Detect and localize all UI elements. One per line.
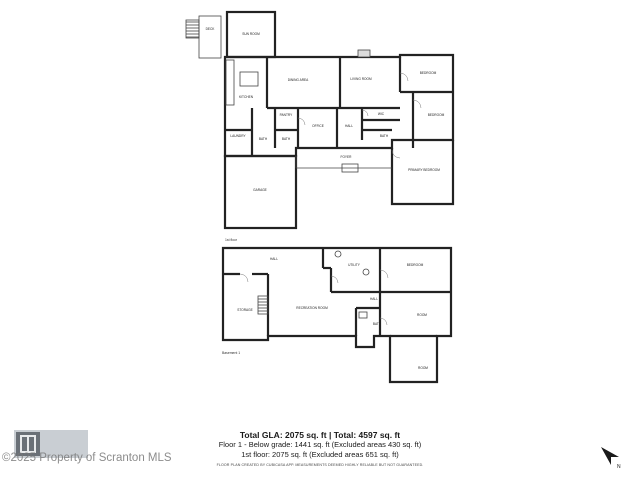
room-a: ROOM [417, 313, 427, 317]
kitchen-island [239, 71, 259, 87]
room-hall-a: HALL [270, 257, 278, 261]
basement-plan: HALL UTILITY BEDROOM STORAGE RECREATION … [221, 246, 453, 384]
room-primary-bedroom: PRIMARY BEDROOM [408, 168, 440, 172]
room-b: ROOM [418, 366, 428, 370]
mls-logo-icon [14, 430, 88, 458]
room-sunroom: SUN ROOM [242, 32, 260, 36]
deck-outline [198, 15, 222, 59]
room-bath-c: BATH [380, 134, 389, 138]
room-bedroom: BEDROOM [407, 263, 424, 267]
room-kitchen: KITCHEN [239, 95, 254, 99]
room-bath-a: BATH [259, 137, 268, 141]
total-area-line: Total GLA: 2075 sq. ft | Total: 4597 sq.… [239, 430, 401, 440]
bath-fixture [358, 311, 368, 319]
furnace [362, 268, 370, 276]
room-living: LIVING ROOM [350, 77, 372, 81]
kitchen-counter [225, 59, 235, 106]
copyright-watermark: ©2025 Property of Scranton MLS [2, 452, 172, 464]
room-laundry: LAUNDRY [230, 134, 246, 138]
floor-label-first: 1st floor [225, 238, 238, 242]
garage-walls [223, 154, 298, 230]
compass-label: N [617, 464, 621, 470]
north-arrow-icon: N [601, 447, 621, 470]
room-hall: HALL [345, 124, 353, 128]
room-storage: STORAGE [237, 308, 253, 312]
room-recreation: RECREATION ROOM [296, 306, 328, 310]
room-dining: DINING AREA [288, 78, 309, 82]
chimney [357, 49, 371, 58]
room-utility: UTILITY [348, 263, 361, 267]
room-foyer: FOYER [341, 155, 353, 159]
floor1-area-line: Floor 1 - Below grade: 1441 sq. ft (Excl… [218, 440, 422, 449]
primary-bedroom-walls [390, 140, 455, 206]
room-office: OFFICE [312, 124, 324, 128]
room-hall-b: HALL [370, 297, 378, 301]
room-bath: BATH [373, 322, 382, 326]
room-bedroom-b: BEDROOM [428, 113, 445, 117]
disclaimer-text: FLOOR PLAN CREATED BY CUBICASA APP. MEAS… [216, 463, 424, 467]
room-garage: GARAGE [253, 188, 267, 192]
room-pantry: PANTRY [280, 113, 294, 117]
first-floor-plan: DECK SUN ROOM KITCHEN DINING AREA LIVING… [185, 10, 455, 242]
logo-mark [16, 432, 40, 456]
basement-stairs [257, 295, 269, 315]
water-heater [334, 250, 342, 258]
room-wic: WIC [378, 112, 385, 116]
room-deck: DECK [206, 27, 216, 31]
floor-label-basement: Basement 1 [222, 351, 240, 355]
deck-stairs [185, 19, 200, 39]
floor2-area-line: 1st floor: 2075 sq. ft (Excluded areas 6… [241, 450, 399, 459]
room-bedroom-a: BEDROOM [420, 71, 437, 75]
room-bath-b: BATH [282, 137, 291, 141]
basement-outline [221, 246, 453, 384]
